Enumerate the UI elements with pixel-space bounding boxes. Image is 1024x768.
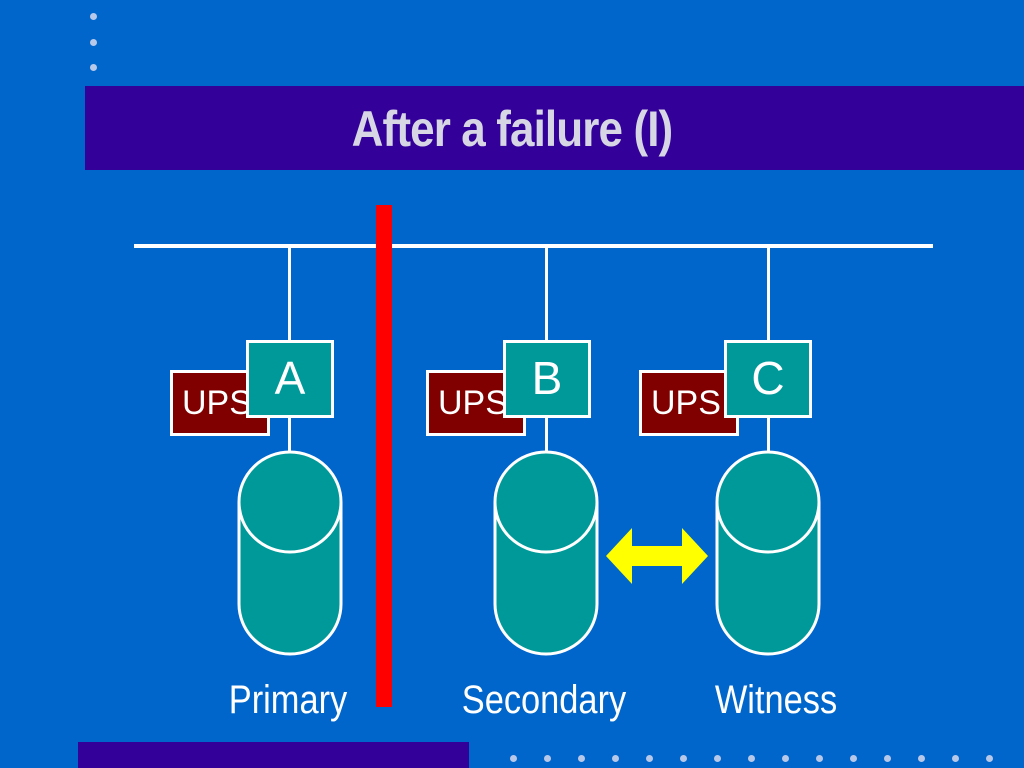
decor-dot	[90, 39, 97, 46]
decor-dot	[714, 755, 721, 762]
decor-dot	[612, 755, 619, 762]
decor-dot	[816, 755, 823, 762]
node-a-disk-link	[288, 418, 291, 456]
secondary-label: Secondary	[461, 678, 627, 722]
decor-dot	[748, 755, 755, 762]
decor-dot	[850, 755, 857, 762]
decor-dot	[90, 13, 97, 20]
node-c-disk-link	[767, 418, 770, 456]
node-a-uplink	[288, 246, 291, 342]
decor-dot	[986, 755, 993, 762]
ups-box-c: UPS	[639, 370, 739, 436]
witness-label: Witness	[714, 678, 838, 722]
node-c-uplink	[767, 246, 770, 342]
primary-label: Primary	[228, 678, 348, 722]
decor-dot	[90, 64, 97, 71]
decor-dot	[918, 755, 925, 762]
node-a-box: A	[246, 340, 334, 418]
bottom-accent-bar	[78, 742, 469, 768]
slide-title: After a failure (I)	[351, 101, 674, 157]
witness-disk-icon	[715, 450, 821, 656]
decor-dot	[884, 755, 891, 762]
primary-disk-icon	[237, 450, 343, 656]
decor-dot	[578, 755, 585, 762]
double-arrow-icon	[606, 528, 708, 584]
node-b-disk-link	[545, 418, 548, 456]
decor-dot	[646, 755, 653, 762]
decor-dot	[544, 755, 551, 762]
decor-dot	[952, 755, 959, 762]
decor-dot	[680, 755, 687, 762]
node-b-box: B	[503, 340, 591, 418]
secondary-disk-icon	[493, 450, 599, 656]
network-partition-bar	[376, 205, 392, 707]
decor-dot	[510, 755, 517, 762]
node-c-box: C	[724, 340, 812, 418]
node-b-uplink	[545, 246, 548, 342]
decor-dot	[782, 755, 789, 762]
network-bus-line	[134, 244, 933, 248]
title-bar	[85, 86, 1024, 170]
